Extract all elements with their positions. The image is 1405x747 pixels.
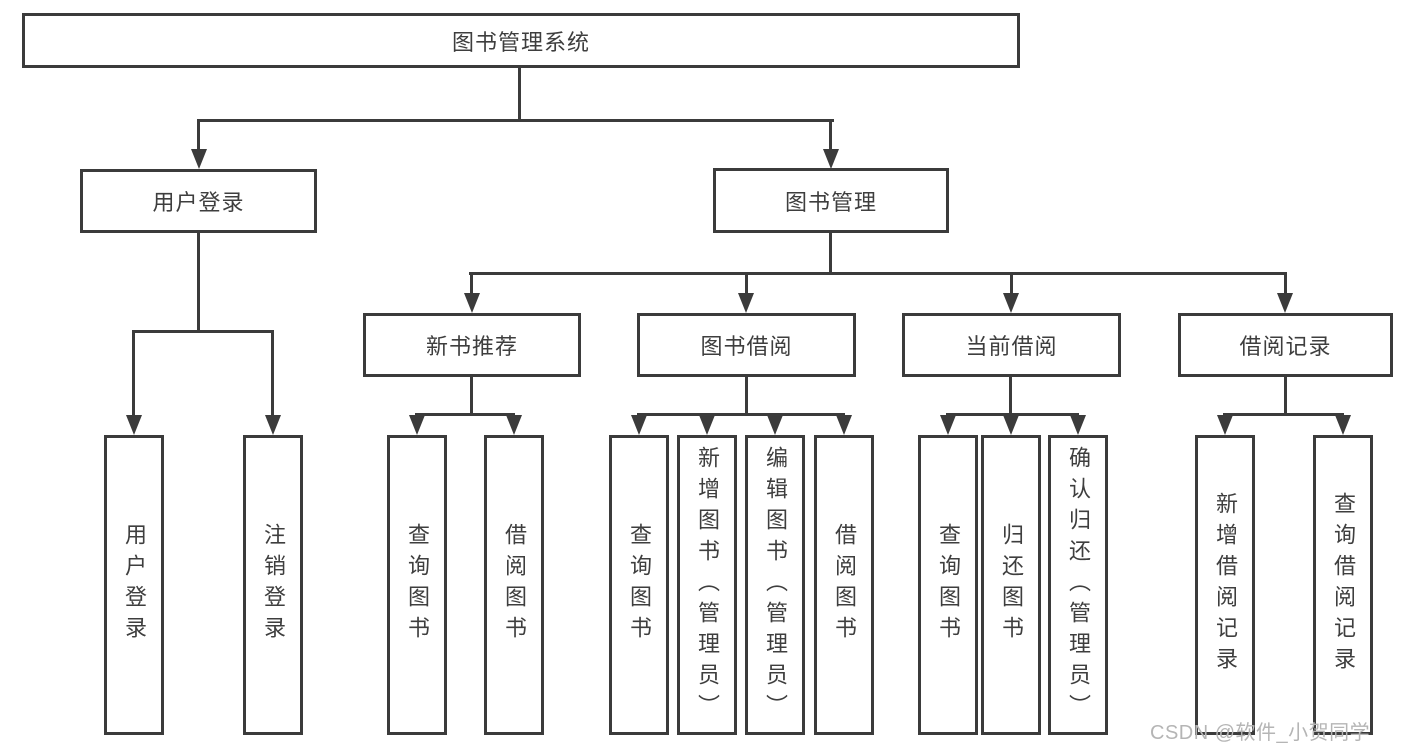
leaf-recommend-borrow-books: 借阅图书 (484, 435, 544, 735)
node-borrowing-records: 借阅记录 (1178, 313, 1393, 377)
leaf-label: 借阅图书 (502, 523, 527, 647)
node-label: 图书借阅 (700, 334, 793, 359)
arrowhead-down-icon (191, 149, 207, 169)
leaf-add-books-admin: 新增图书（管理员） (677, 435, 737, 735)
connector-vline (1009, 375, 1012, 416)
leaf-label: 编辑图书（管理员） (763, 445, 788, 725)
leaf-recommend-query-books: 查询图书 (387, 435, 447, 735)
arrowhead-down-icon (126, 415, 142, 435)
node-book-borrowing: 图书借阅 (637, 313, 856, 377)
leaf-label: 查询图书 (405, 523, 430, 647)
node-new-book-recommendation: 新书推荐 (363, 313, 581, 377)
leaf-label: 查询图书 (627, 523, 652, 647)
leaf-label: 确认归还（管理员） (1066, 445, 1091, 725)
connector-hline (415, 413, 515, 416)
arrowhead-down-icon (464, 293, 480, 313)
connector-hline (637, 413, 845, 416)
node-label: 用户登录 (152, 190, 245, 215)
arrowhead-down-icon (738, 293, 754, 313)
arrowhead-down-icon (1277, 293, 1293, 313)
node-label: 图书管理 (784, 189, 877, 215)
arrowhead-down-icon (506, 415, 522, 435)
leaf-add-borrow-record: 新增借阅记录 (1195, 435, 1255, 735)
node-label: 借阅记录 (1239, 334, 1332, 359)
arrowhead-down-icon (836, 415, 852, 435)
node-current-borrowing: 当前借阅 (902, 313, 1121, 377)
connector-vline (470, 272, 473, 296)
node-label: 新书推荐 (425, 334, 518, 359)
arrowhead-down-icon (823, 149, 839, 169)
connector-vline (1010, 272, 1013, 296)
leaf-current-query-books: 查询图书 (918, 435, 978, 735)
leaf-label: 注销登录 (261, 523, 286, 647)
leaf-label: 新增图书（管理员） (695, 445, 720, 725)
node-book-management: 图书管理 (713, 168, 949, 233)
connector-hline (946, 413, 1079, 416)
leaf-borrow-query-books: 查询图书 (609, 435, 669, 735)
connector-vline (745, 375, 748, 416)
connector-vline (829, 231, 832, 275)
connector-hline (469, 272, 1287, 275)
leaf-label: 新增借阅记录 (1213, 492, 1238, 678)
arrowhead-down-icon (265, 415, 281, 435)
leaf-label: 用户登录 (122, 523, 147, 647)
leaf-borrow-books: 借阅图书 (814, 435, 874, 735)
connector-vline (1284, 375, 1287, 416)
leaf-return-books: 归还图书 (981, 435, 1041, 735)
leaf-label: 查询图书 (936, 523, 961, 647)
connector-vline (1284, 272, 1287, 296)
connector-vline (470, 375, 473, 416)
connector-hline (1223, 413, 1344, 416)
node-label: 当前借阅 (965, 334, 1058, 359)
arrowhead-down-icon (631, 415, 647, 435)
leaf-confirm-return-admin: 确认归还（管理员） (1048, 435, 1108, 735)
leaf-label: 借阅图书 (832, 523, 857, 647)
leaf-edit-books-admin: 编辑图书（管理员） (745, 435, 805, 735)
node-label: 图书管理系统 (451, 29, 590, 55)
connector-vline (197, 119, 200, 150)
connector-hline (132, 330, 274, 333)
connector-vline (829, 119, 832, 150)
arrowhead-down-icon (940, 415, 956, 435)
arrowhead-down-icon (1070, 415, 1086, 435)
csdn-watermark: CSDN @软件_小贺同学 (1150, 722, 1371, 744)
leaf-user-login: 用户登录 (104, 435, 164, 735)
arrowhead-down-icon (699, 415, 715, 435)
leaf-label: 查询借阅记录 (1331, 492, 1356, 678)
arrowhead-down-icon (1335, 415, 1351, 435)
leaf-query-borrow-record: 查询借阅记录 (1313, 435, 1373, 735)
arrowhead-down-icon (1003, 415, 1019, 435)
leaf-label: 归还图书 (999, 523, 1024, 647)
connector-vline (745, 272, 748, 296)
connector-vline (518, 66, 521, 119)
arrowhead-down-icon (1003, 293, 1019, 313)
arrowhead-down-icon (1217, 415, 1233, 435)
node-user-login: 用户登录 (80, 169, 317, 233)
arrowhead-down-icon (409, 415, 425, 435)
connector-hline (198, 119, 834, 122)
connector-vline (132, 330, 135, 417)
node-library-management-system: 图书管理系统 (22, 13, 1020, 68)
connector-vline (271, 330, 274, 417)
leaf-logout: 注销登录 (243, 435, 303, 735)
connector-vline (197, 231, 200, 333)
arrowhead-down-icon (767, 415, 783, 435)
